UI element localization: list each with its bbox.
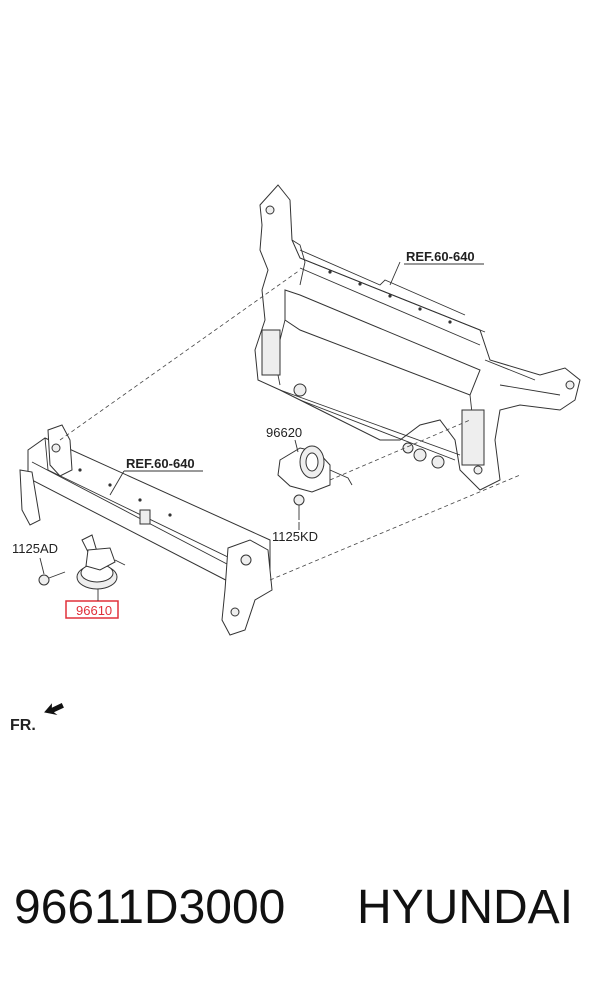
- front-marker-label: FR.: [10, 717, 36, 734]
- ref-label-upper: REF.60-640: [406, 249, 475, 264]
- front-direction-arrow-icon: [44, 703, 64, 716]
- leader-1125ad: [39, 557, 45, 575]
- part-label-1125kd: 1125KD: [272, 529, 318, 544]
- ref-upper-leader: [389, 261, 401, 286]
- bolt-1125kd: [293, 494, 305, 520]
- bolt-1125ad: [38, 571, 66, 586]
- caption-bar: 96611D3000 HYUNDAI: [14, 880, 594, 940]
- mount-line-beam: [59, 269, 301, 441]
- part-label-96610[interactable]: 96610: [76, 603, 112, 618]
- brand-caption: HYUNDAI: [357, 881, 574, 934]
- mount-line-left: [269, 474, 521, 581]
- horn-high-tone: [277, 445, 353, 493]
- ref-label-lower: REF.60-640: [126, 456, 195, 471]
- part-label-1125ad: 1125AD: [12, 541, 58, 556]
- part-label-96620: 96620: [266, 425, 302, 440]
- part-highlight-box-96610[interactable]: [65, 600, 119, 619]
- horn-low-tone: [76, 534, 126, 590]
- ref-lower-leader: [109, 470, 125, 496]
- mount-line-right: [329, 419, 471, 481]
- front-bumper-beam: [19, 424, 273, 636]
- leader-96620: [294, 439, 299, 453]
- part-number-caption: 96611D3000: [14, 881, 286, 934]
- radiator-support-carrier: [254, 184, 581, 491]
